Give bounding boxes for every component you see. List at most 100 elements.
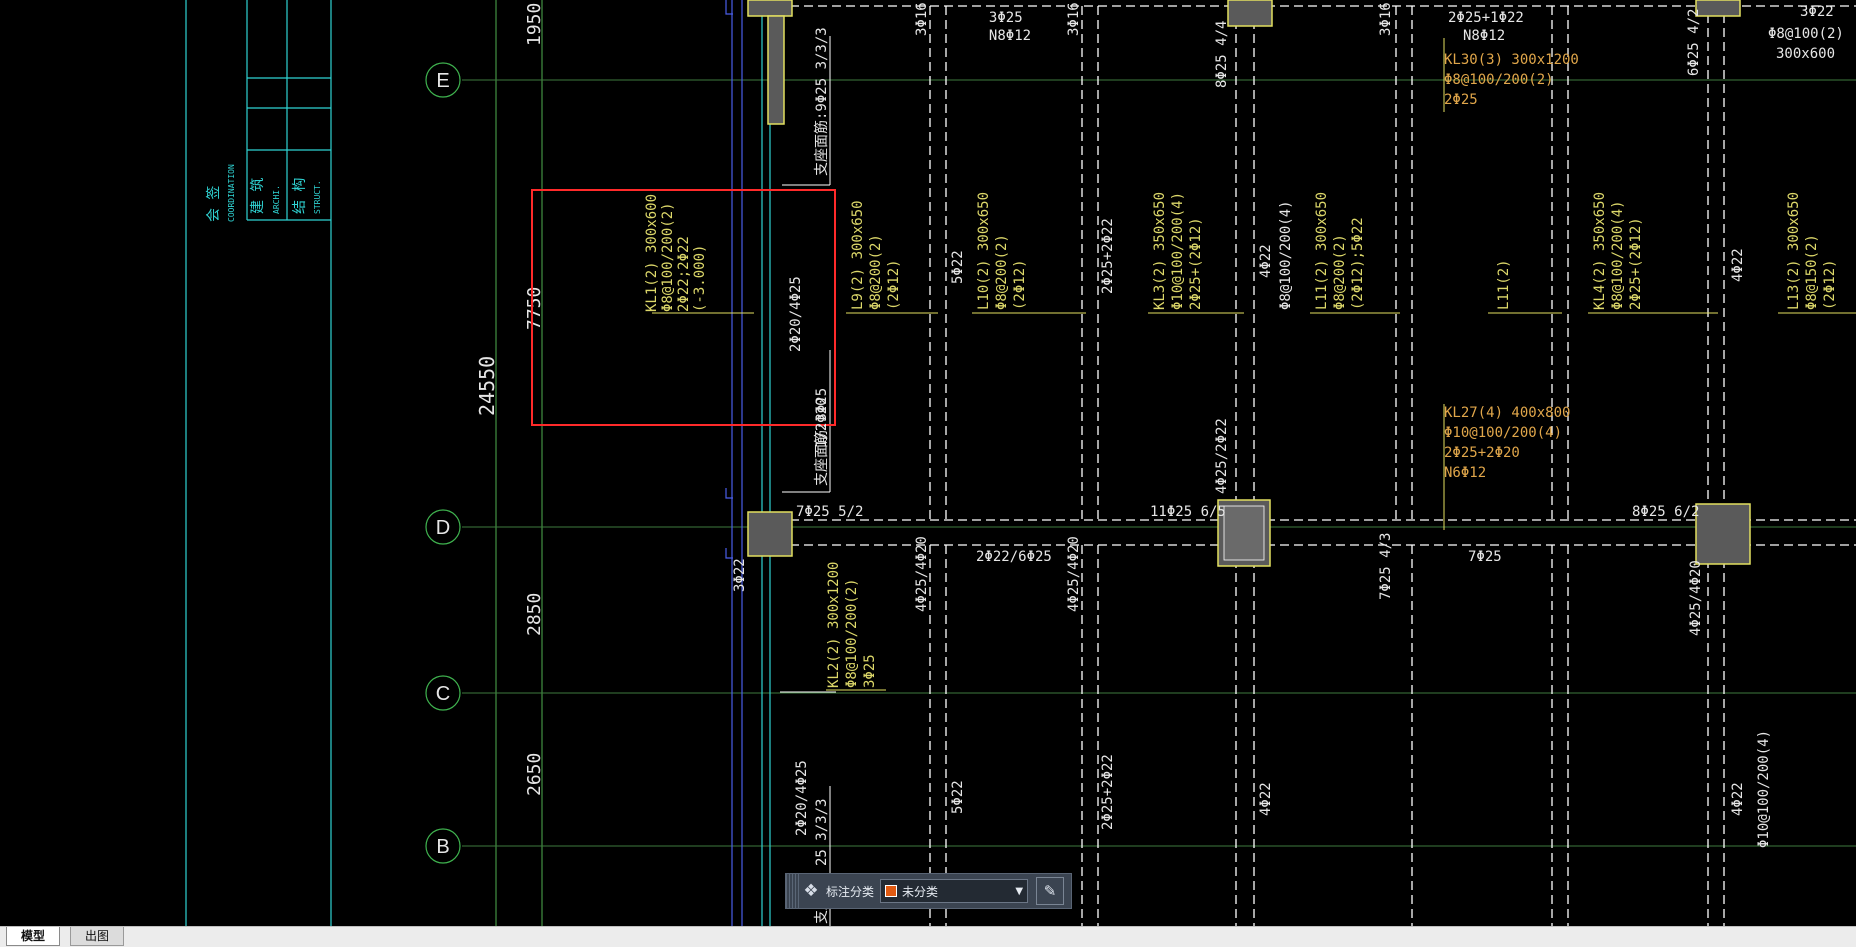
rebar-r2: 3Φ16 [1066, 2, 1082, 36]
wall-top [747, 0, 793, 17]
label-top-far-right: 3Φ22 Φ8@100(2) 300x600 [1768, 4, 1852, 62]
archi-en: ARCHI. [272, 185, 281, 214]
rebar-r6: 2Φ20/4Φ25 [788, 276, 804, 352]
category-color-swatch [885, 885, 898, 897]
column-top-2 [1695, 0, 1741, 17]
axis-label-c: C [436, 683, 450, 705]
toolbar-grip[interactable] [786, 874, 800, 908]
rebar-labels: 3Φ16 3Φ16 3Φ16 8Φ25 4/4 6Φ25 4/2 2Φ20/4Φ… [732, 2, 1772, 924]
label-kl2: KL2(2) 300x1200 Φ8@100/200(2) 3Φ25 [826, 553, 878, 688]
horizontal-labels: KL30(3) 300x1200 Φ8@100/200(2) 2Φ25 KL27… [796, 4, 1852, 565]
archi-cn: 建 筑 [250, 178, 266, 214]
leader-lines [652, 38, 1856, 691]
rebar-r24: 7Φ25 [1468, 549, 1502, 565]
drawing-frame [185, 0, 332, 926]
rebar-r5: 6Φ25 4/2 [1686, 9, 1702, 76]
rebar-r22: 4Φ25/4Φ20 [1066, 536, 1082, 612]
rebar-r14: 4Φ22 [1730, 248, 1746, 282]
rebar-r3: 3Φ16 [1378, 2, 1394, 36]
structural-drawing[interactable]: 会 签 COORDINATION 建 筑 ARCHI. 结 构 STRUCT. … [0, 0, 1856, 926]
beam-labels: KL1(2) 300x600 Φ8@100/200(2) 2Φ22;2Φ22 (… [644, 184, 1838, 688]
tab-model[interactable]: 模型 [6, 927, 61, 946]
column-d3 [1695, 503, 1751, 565]
annotation-category-toolbar: ❖ 标注分类 未分类 ▼ ✎ [785, 873, 1072, 909]
rebar-r18: 4Φ25/2Φ22 [1214, 418, 1230, 494]
column-top-1 [1227, 0, 1273, 27]
axis-label-e: E [436, 70, 449, 92]
dim-1950: 1950 [524, 3, 545, 46]
label-l10: L10(2) 300x650 Φ8@200(2) (2Φ12) [976, 184, 1028, 310]
annotation-category-label: 标注分类 [826, 884, 875, 899]
rebar-r16: 11Φ25 6/5 [1150, 504, 1226, 520]
rebar-r4: 8Φ25 4/4 [1214, 21, 1230, 88]
selection-box[interactable] [531, 189, 836, 426]
dimension-texts: 1950 7750 24550 2850 2650 [475, 3, 545, 796]
edit-icon[interactable]: ✎ [1036, 877, 1065, 905]
rebar-r8: 1/2Φ20 [814, 397, 830, 448]
rebar-r15: 7Φ25 5/2 [796, 504, 863, 520]
grid-lines [462, 79, 1856, 847]
rebar-r12: 4Φ22 [1258, 244, 1274, 278]
rebar-r1: 3Φ16 [914, 2, 930, 36]
rebar-r31: 4Φ22 [1730, 782, 1746, 816]
rebar-r19: 3Φ22 [732, 558, 748, 592]
label-l9: L9(2) 300x650 Φ8@200(2) (2Φ12) [850, 192, 902, 310]
tab-layout[interactable]: 出图 [70, 927, 125, 946]
label-top-right: 2Φ25+1Φ22 N8Φ12 [1448, 10, 1532, 44]
axis-bubble-c [425, 675, 461, 711]
label-kl3: KL3(2) 350x650 Φ10@100/200(4) 2Φ25+(2Φ12… [1152, 184, 1204, 310]
axis-bubble-e [425, 62, 461, 98]
dim-2650: 2650 [524, 753, 545, 796]
rebar-r13: Φ8@100/200(4) [1278, 200, 1294, 310]
label-l11a: L11(2) 300x650 Φ8@200(2) (2Φ12);5Φ22 [1314, 184, 1366, 310]
rebar-r11: 2Φ25+2Φ22 [1100, 218, 1116, 294]
chevron-down-icon: ▼ [1015, 885, 1024, 897]
grid-axis-bubbles: E D C B [425, 62, 461, 864]
cad-model-space[interactable]: 会 签 COORDINATION 建 筑 ARCHI. 结 构 STRUCT. … [0, 0, 1856, 926]
columns [747, 0, 1751, 567]
axis-label-d: D [436, 517, 450, 539]
rebar-r30: 4Φ22 [1258, 782, 1274, 816]
dim-24550: 24550 [475, 356, 499, 416]
dim-2850: 2850 [524, 593, 545, 636]
label-kl4: KL4(2) 350x650 Φ8@100/200(4) 2Φ25+(2Φ12) [1592, 184, 1644, 310]
rebar-r32: Φ10@100/200(4) [1756, 730, 1772, 848]
rebar-r25: 4Φ25/4Φ20 [1688, 560, 1704, 636]
column-d2-core [1223, 505, 1265, 561]
rebar-r27: 25 3/3/3 [814, 799, 830, 866]
axis-label-b: B [436, 836, 449, 858]
dim-7750: 7750 [524, 287, 545, 330]
layout-tab-bar: 模型 出图 [0, 926, 1856, 947]
label-l11b: L11(2) [1496, 259, 1512, 310]
wall-pier [767, 15, 785, 125]
coordination-en: COORDINATION [227, 164, 236, 222]
rebar-r29: 2Φ25+2Φ22 [1100, 754, 1116, 830]
axis-bubble-d [425, 509, 461, 545]
label-kl27: KL27(4) 400x800 Φ10@100/200(4) 2Φ25+2Φ20… [1444, 405, 1579, 481]
label-top-mid: 3Φ25 N8Φ12 [989, 10, 1031, 44]
rebar-r7: 支座面筋:9Φ25 3/3/3 [813, 27, 830, 176]
beam-lines [790, 0, 1856, 926]
annotation-category-select[interactable]: 未分类 ▼ [880, 879, 1029, 903]
label-l13: L13(2) 300x650 Φ8@150(2) (2Φ12) [1786, 184, 1838, 310]
dimension-lines [495, 0, 543, 926]
coordination-cn: 会 签 [205, 186, 222, 222]
title-block: 会 签 COORDINATION 建 筑 ARCHI. 结 构 STRUCT. [205, 164, 322, 222]
label-kl30: KL30(3) 300x1200 Φ8@100/200(2) 2Φ25 [1444, 52, 1587, 108]
column-d1 [747, 511, 793, 557]
rebar-r26: 2Φ20/4Φ25 [794, 760, 810, 836]
rebar-r28: 5Φ22 [950, 780, 966, 814]
grid-icon[interactable]: ❖ [803, 881, 819, 901]
rebar-r21: 2Φ22/6Φ25 [976, 549, 1052, 565]
rebar-r17: 8Φ25 6/2 [1632, 504, 1699, 520]
label-kl1: KL1(2) 300x600 Φ8@100/200(2) 2Φ22;2Φ22 (… [644, 186, 708, 312]
struct-cn: 结 构 [292, 178, 308, 214]
white-leaders [780, 36, 836, 926]
axis-bubble-b [425, 828, 461, 864]
rebar-r20: 4Φ25/4Φ20 [914, 536, 930, 612]
rebar-r9: 支座面筋:3Φ25 [813, 388, 830, 486]
struct-en: STRUCT. [313, 180, 322, 214]
rebar-r23: 7Φ25 4/3 [1378, 533, 1394, 600]
wall-lines [725, 0, 771, 926]
category-selected-value: 未分类 [902, 884, 939, 899]
